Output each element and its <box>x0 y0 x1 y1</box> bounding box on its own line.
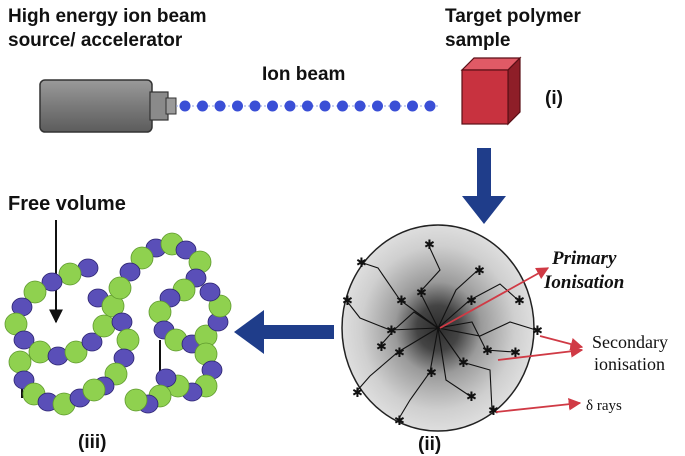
ion-dot <box>232 100 243 112</box>
purple-monomer-bead <box>119 262 141 282</box>
target-label-line2: sample <box>445 30 510 51</box>
ionisation-star-icon: ✱ <box>342 293 353 308</box>
secondary-track-line <box>437 327 471 397</box>
secondary-track-line <box>355 327 439 393</box>
purple-monomer-bead <box>175 240 197 260</box>
secondary-track-line <box>437 327 493 411</box>
green-monomer-bead <box>8 350 32 374</box>
green-monomer-bead <box>124 388 148 412</box>
secondary-track-line <box>437 269 479 329</box>
purple-monomer-bead <box>41 272 63 292</box>
ion-dot <box>424 100 436 112</box>
secondary-ionisation-label-line2: ionisation <box>594 354 665 374</box>
primary-ionisation-label-line1: Primary <box>551 248 617 269</box>
ionisation-star-icon: ✱ <box>424 237 435 252</box>
ion-dot <box>354 100 366 112</box>
secondary-track-line <box>437 321 515 353</box>
green-monomer-bead <box>116 328 140 352</box>
green-monomer-bead <box>108 276 132 300</box>
green-monomer-bead <box>23 280 47 304</box>
ionisation-star-icon: ✱ <box>376 339 387 354</box>
ion-dot <box>337 100 348 112</box>
ion-dot <box>319 100 331 112</box>
ion-beam-label: Ion beam <box>262 64 345 85</box>
secondary-track-line <box>379 311 439 347</box>
green-monomer-bead <box>58 262 82 286</box>
step-iii-label: (iii) <box>78 432 107 453</box>
secondary-pointer-arrow-2 <box>497 345 584 361</box>
ionisation-star-icon: ✱ <box>474 263 485 278</box>
secondary-track-line <box>397 327 439 421</box>
ion-dot <box>214 100 226 112</box>
secondary-track-line <box>345 299 439 331</box>
purple-monomer-bead <box>81 332 103 352</box>
source-label-line1: High energy ion beam <box>8 6 206 27</box>
purple-monomer-bead <box>155 368 177 388</box>
ion-dot <box>372 100 383 112</box>
polymer-chain-beads <box>4 232 232 416</box>
secondary-track-line <box>419 243 441 329</box>
free-volume-label: Free volume <box>8 193 126 215</box>
ionisation-star-icon: ✱ <box>466 389 477 404</box>
ionisation-star-icon: ✱ <box>488 403 499 418</box>
ionisation-star-icon: ✱ <box>532 323 543 338</box>
secondary-ionisation-label-line1: Secondary <box>592 332 668 352</box>
ionisation-star-icon: ✱ <box>394 345 405 360</box>
ion-dot <box>249 100 261 112</box>
ion-dot <box>407 100 418 112</box>
target-sample-cube-icon <box>460 56 522 126</box>
left-flow-arrow-icon <box>234 310 334 354</box>
purple-monomer-bead <box>199 282 221 302</box>
ionisation-star-icon: ✱ <box>352 385 363 400</box>
ionisation-star-icon: ✱ <box>386 323 397 338</box>
ion-dot <box>267 100 278 112</box>
ion-dot <box>389 100 401 112</box>
ionisation-star-icon: ✱ <box>394 413 405 428</box>
purple-monomer-bead <box>13 330 35 350</box>
ion-dot <box>284 100 296 112</box>
ionisation-star-icon: ✱ <box>466 293 477 308</box>
ion-dot <box>302 100 313 112</box>
ion-track-ionisation-icon: ✱✱✱✱✱✱✱✱✱✱✱✱✱✱✱✱✱✱✱✱ <box>341 224 543 432</box>
delta-rays-label: δ rays <box>586 398 622 414</box>
ionisation-star-icon: ✱ <box>416 285 427 300</box>
ion-beam-dots <box>176 100 438 112</box>
ionisation-star-icon: ✱ <box>482 343 493 358</box>
ion-dot <box>179 100 191 112</box>
ionisation-star-icon: ✱ <box>426 365 437 380</box>
ion-dot <box>197 100 208 112</box>
green-monomer-bead <box>82 378 106 402</box>
secondary-pointer-arrow-1 <box>539 335 584 351</box>
source-label-line2: source/ accelerator <box>8 30 183 51</box>
green-monomer-bead <box>130 246 154 270</box>
purple-monomer-bead <box>111 312 133 332</box>
step-ii-label: (ii) <box>418 434 441 455</box>
down-flow-arrow-icon <box>462 148 506 224</box>
green-monomer-bead <box>148 300 172 324</box>
ionisation-star-icon: ✱ <box>396 293 407 308</box>
secondary-track-line <box>437 321 537 337</box>
secondary-track-line <box>359 261 439 329</box>
ionisation-star-icon: ✱ <box>458 355 469 370</box>
secondary-track-line <box>437 283 519 329</box>
ionisation-star-icon: ✱ <box>510 345 521 360</box>
green-monomer-bead <box>28 340 52 364</box>
target-label-line1: Target polymer <box>445 6 581 27</box>
ionisation-star-icon: ✱ <box>356 255 367 270</box>
green-monomer-bead <box>92 314 116 338</box>
green-monomer-bead <box>64 340 88 364</box>
delta-ray-pointer-arrow <box>495 397 582 413</box>
primary-pointer-arrow <box>439 267 550 329</box>
ionisation-star-icon: ✱ <box>514 293 525 308</box>
accelerator-icon <box>39 79 177 133</box>
primary-ionisation-label-line2: Ionisation <box>543 272 624 293</box>
step-i-label: (i) <box>545 88 563 109</box>
